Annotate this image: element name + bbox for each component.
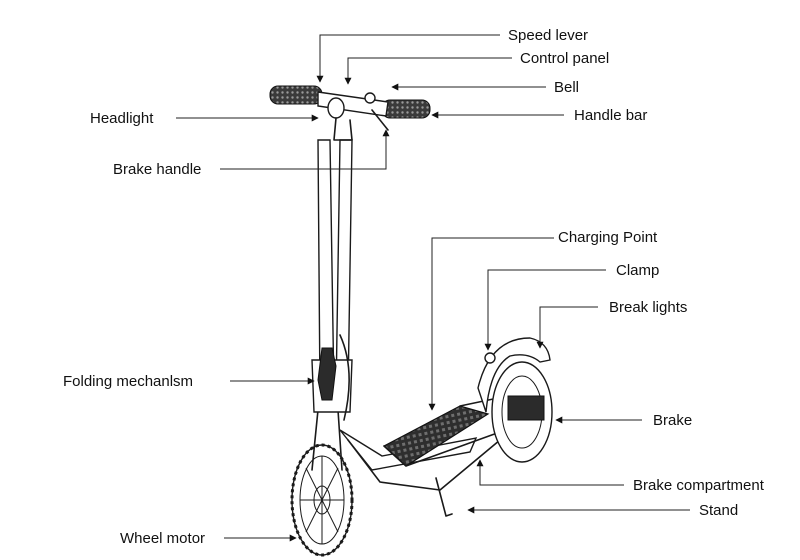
part-labels: Speed lever Control panel Bell Handle ba…: [63, 27, 765, 547]
label-charging-point: Charging Point: [558, 229, 658, 246]
leader-brake-handle: [220, 129, 390, 170]
stem: [311, 139, 353, 421]
label-stand: Stand: [699, 502, 738, 519]
label-wheel-motor: Wheel motor: [120, 530, 205, 547]
leader-break-lights: [536, 306, 598, 349]
deck-frame: [339, 397, 501, 491]
label-folding-mechanism: Folding mechanlsm: [63, 373, 193, 390]
handlebar: [269, 85, 431, 141]
label-speed-lever: Speed lever: [508, 27, 588, 44]
rear-wheel: [477, 337, 553, 463]
scooter-illustration: [269, 85, 553, 557]
kickstand: [435, 477, 453, 517]
label-handle-bar: Handle bar: [574, 107, 647, 124]
label-control-panel: Control panel: [520, 50, 609, 67]
label-brake-compartment: Brake compartment: [633, 477, 765, 494]
label-break-lights: Break lights: [609, 299, 687, 316]
label-headlight: Headlight: [90, 110, 154, 127]
label-brake-handle: Brake handle: [113, 161, 201, 178]
leader-speed-lever: [316, 34, 500, 83]
label-brake: Brake: [653, 412, 692, 429]
leader-control-panel: [344, 57, 512, 85]
label-bell: Bell: [554, 79, 579, 96]
leader-lines: [176, 34, 690, 542]
front-wheel: [290, 443, 354, 557]
leader-brake-compartment: [476, 459, 624, 486]
label-clamp: Clamp: [616, 262, 659, 279]
leader-charging-point: [428, 237, 554, 411]
leader-clamp: [484, 269, 606, 351]
